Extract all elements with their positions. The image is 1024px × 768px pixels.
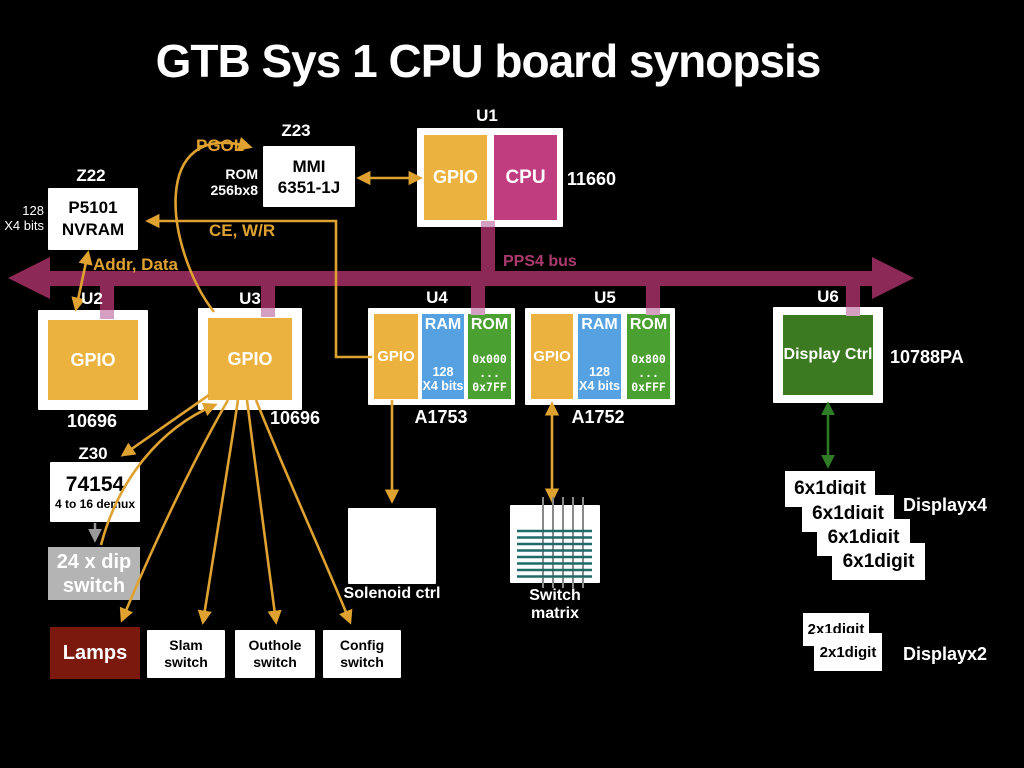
ce-wr-label: CE, W/R xyxy=(209,221,276,240)
u3-chip-number: 10696 xyxy=(269,408,321,428)
u1-cpu-block: CPU xyxy=(494,135,557,220)
slide-title: GTB Sys 1 CPU board synopsis xyxy=(155,35,822,87)
u5-ref: U5 xyxy=(594,288,616,307)
u4-gpio-block: GPIO xyxy=(374,314,418,399)
u1-chip-number: 11660 xyxy=(567,169,617,189)
u5-rom-range: 0x800...0xFFF xyxy=(631,352,666,394)
u1-gpio-label: GPIO xyxy=(432,167,478,187)
pps4-bus-label: PPS4 bus xyxy=(503,253,577,270)
u3-block: GPIO xyxy=(198,308,302,410)
u4-gpio-label: GPIO xyxy=(377,348,415,365)
u2-gpio-label: GPIO xyxy=(70,349,116,370)
u6-chip-number: 10788PA xyxy=(890,347,964,367)
u3-gpio-block: GPIO xyxy=(208,318,292,400)
addr-data-label: Addr, Data xyxy=(93,255,179,274)
u6-block: Display Ctrl xyxy=(773,307,883,403)
lamps-block: Lamps xyxy=(50,627,140,679)
u6-ref: U6 xyxy=(817,287,839,306)
u2-chip-number: 10696 xyxy=(66,411,118,431)
demux-part: 74154 xyxy=(65,473,125,496)
u2-gpio-block: GPIO xyxy=(48,320,138,400)
switch-matrix-label: Switch matrix xyxy=(529,587,581,622)
u1-cpu-label: CPU xyxy=(505,166,546,188)
u4-ref: U4 xyxy=(426,288,448,307)
nvram-line2: NVRAM xyxy=(61,220,125,239)
z30-demux-block: 74154 4 to 16 demux xyxy=(50,462,140,522)
u5-gpio-block: GPIO xyxy=(531,314,573,399)
u2-ref: U2 xyxy=(81,289,103,308)
u5-ram-title: RAM xyxy=(581,316,618,333)
u4-rom-block: ROM 0x000...0x7FF xyxy=(468,314,511,399)
u1-ref: U1 xyxy=(476,106,498,125)
u6-display-ctrl-label: Display Ctrl xyxy=(783,346,873,363)
pgol-label: PGOL xyxy=(196,136,245,155)
display2-label: Displayx2 xyxy=(903,644,988,664)
z23-mmi-block: MMI 6351-1J xyxy=(263,146,355,207)
z23-ref: Z23 xyxy=(281,121,311,140)
u5-rom-title: ROM xyxy=(629,316,668,333)
arrow-u3-to-slam xyxy=(197,399,240,625)
nvram-line1: P5101 xyxy=(68,198,118,217)
u5-rom-block: ROM 0x800...0xFFF xyxy=(627,314,670,399)
z22-nvram-block: P5101 NVRAM xyxy=(48,188,138,250)
u4-chip-number: A1753 xyxy=(414,407,468,427)
arrow-u3-to-outhole xyxy=(245,399,282,625)
u1-gpio-block: GPIO xyxy=(424,135,487,220)
u5-chip-number: A1752 xyxy=(571,407,625,427)
u3-gpio-label: GPIO xyxy=(227,348,273,369)
display4-label: Displayx4 xyxy=(903,495,988,515)
display-2x1-box-2: 2x1digit xyxy=(814,633,882,671)
mmi-line1: MMI xyxy=(292,156,326,176)
switch-matrix-block xyxy=(510,505,600,583)
u1-block: GPIO CPU xyxy=(417,128,563,227)
z30-ref: Z30 xyxy=(78,444,108,463)
mmi-line2: 6351-1J xyxy=(277,177,341,197)
solenoid-ctrl-block xyxy=(348,508,436,584)
u4-rom-range: 0x000...0x7FF xyxy=(472,352,507,394)
z22-ref: Z22 xyxy=(76,166,106,185)
u5-gpio-label: GPIO xyxy=(533,348,571,365)
u3-ref: U3 xyxy=(239,289,261,308)
arrow-u3-to-config xyxy=(254,399,353,625)
display-6x1-box-4: 6x1digit xyxy=(832,543,925,580)
u6-display-ctrl-block: Display Ctrl xyxy=(783,315,873,395)
u4-rom-title: ROM xyxy=(470,316,509,333)
u2-block: GPIO xyxy=(38,310,148,410)
demux-desc: 4 to 16 demux xyxy=(54,497,136,511)
u4-ram-title: RAM xyxy=(424,316,462,333)
solenoid-ctrl-label: Solenoid ctrl xyxy=(343,585,441,602)
